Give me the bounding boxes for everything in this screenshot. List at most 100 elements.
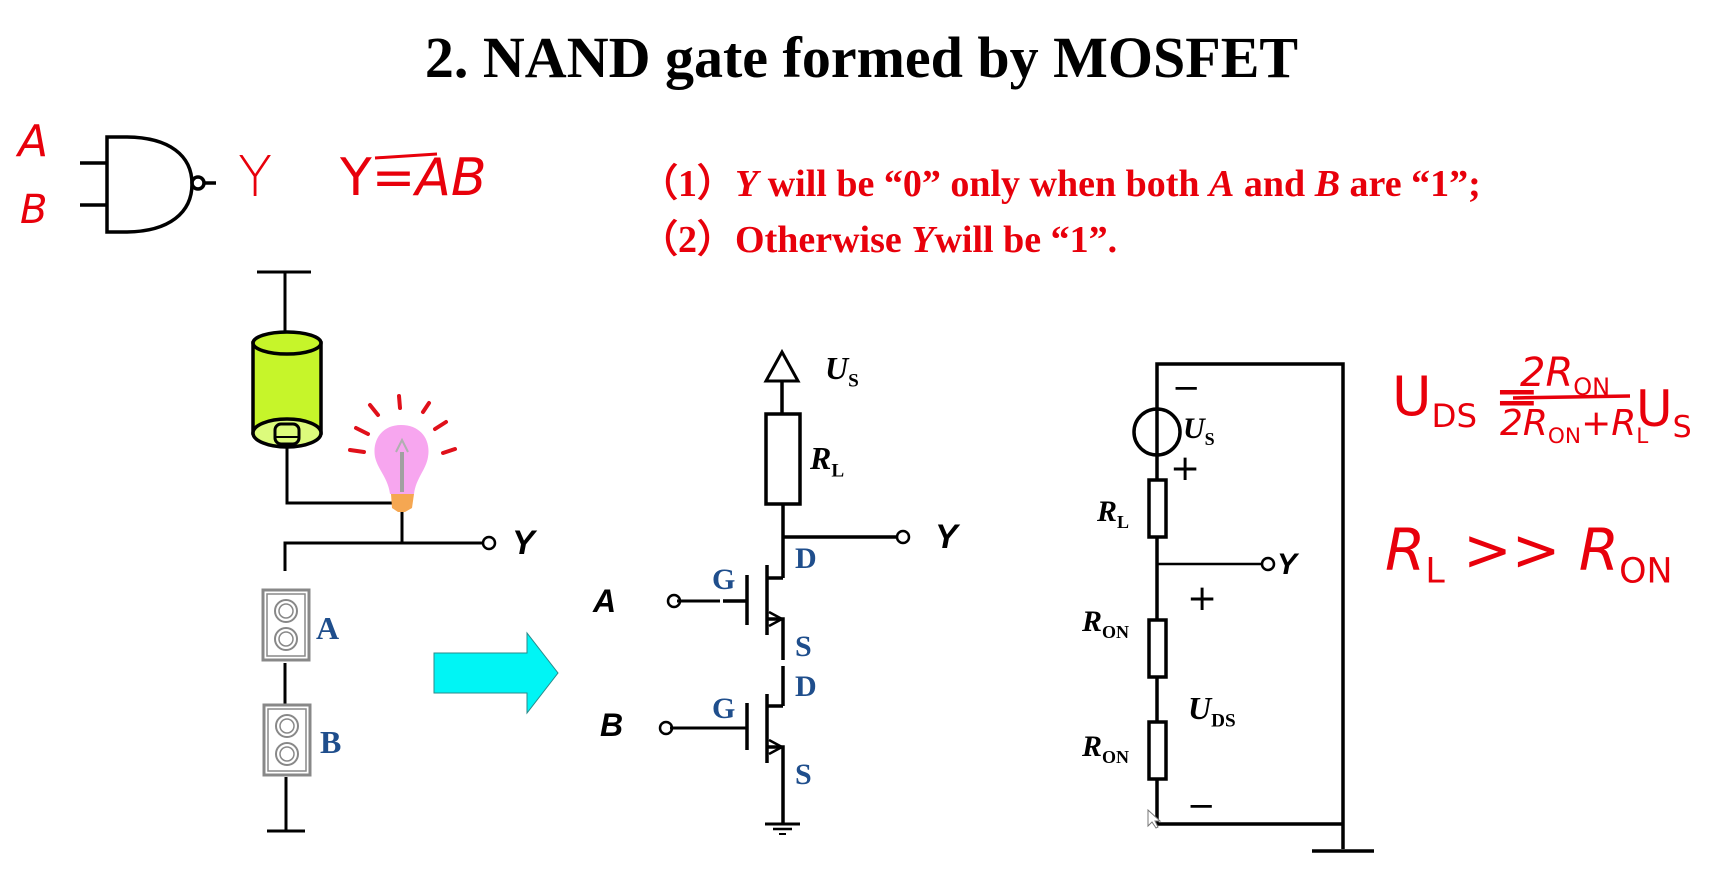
input-b-terminal[interactable]: [658, 720, 674, 736]
uds-formula-lhs: UDS =: [1392, 365, 1539, 435]
switch-a-label: A: [316, 610, 340, 646]
page-title: 2. NAND gate formed by MOSFET: [424, 25, 1299, 90]
input-b-label: B: [600, 707, 624, 743]
factor-main: U: [1636, 380, 1673, 438]
uds-lhs-main: U: [1392, 365, 1432, 428]
t2-drain-label: D: [795, 670, 817, 703]
condition-1-var-a: A: [1209, 163, 1235, 205]
equiv-output-terminal[interactable]: [1260, 556, 1276, 572]
load-resistor: [764, 412, 802, 506]
condition-2-text-b: will be “1”.: [934, 219, 1118, 261]
relation-lhs: R: [1385, 516, 1426, 584]
source-label-sub: S: [1204, 429, 1215, 449]
gate-body: [105, 135, 194, 234]
mosfet-circuit: [658, 348, 911, 835]
switch-output-label: Y: [512, 524, 535, 562]
ron-label-1-main: R: [1082, 605, 1103, 638]
equiv-output-label: Y: [1277, 548, 1298, 581]
source-plus-sign: +: [1170, 448, 1201, 489]
formula-denominator: 2RON+RL: [1500, 403, 1648, 449]
relation-formula: RL >> RON: [1385, 516, 1673, 592]
condition-1-var-y: Y: [735, 163, 759, 205]
gate-output-label: Y: [238, 145, 273, 210]
condition-1-text-c: are “1”;: [1340, 163, 1481, 205]
relation-rhs-sub: ON: [1619, 551, 1673, 592]
expression-ab: AB: [415, 148, 487, 208]
source-label: US: [1183, 412, 1215, 450]
relation-op: >>: [1463, 516, 1561, 584]
uds-equals: =: [1494, 365, 1540, 428]
ron-label-2-sub: ON: [1102, 747, 1130, 767]
fraction-bar: [1512, 394, 1631, 400]
ron-resistor-1: [1147, 618, 1168, 679]
denominator-tail: +R: [1581, 403, 1637, 444]
uds-label: UDS: [1188, 690, 1236, 732]
denominator-sub: ON: [1547, 424, 1582, 450]
condition-2-text-a: Otherwise: [735, 219, 912, 261]
gate-input-a-label: A: [18, 116, 49, 167]
rl-resistor: [1147, 478, 1168, 539]
output-wire: [283, 541, 483, 571]
transform-arrow-icon: [433, 631, 559, 715]
mouse-cursor-icon: [1147, 808, 1162, 829]
light-bulb-icon: [348, 394, 457, 512]
denominator-tail-sub: L: [1636, 424, 1649, 450]
condition-1-var-b: B: [1314, 163, 1341, 205]
ron-label-2: RON: [1082, 730, 1129, 768]
t1-gate-label: G: [712, 563, 736, 596]
condition-2-var-y: Y: [911, 219, 935, 261]
mosfet-output-terminal[interactable]: [895, 529, 911, 545]
expression-lhs: Y=: [340, 148, 416, 208]
rl-label-main: R: [1097, 495, 1118, 528]
uds-lhs-sub: DS: [1431, 396, 1478, 435]
t2-source-label: S: [795, 758, 812, 791]
nand-gate-symbol: [80, 135, 216, 234]
supply-arrow-icon: [763, 348, 801, 383]
uds-label-sub: DS: [1211, 710, 1236, 732]
numerator-sub: ON: [1573, 373, 1611, 401]
mosfet-output-label: Y: [935, 518, 958, 556]
gate-input-b-label: B: [20, 187, 48, 233]
rl-label: RL: [1097, 495, 1129, 533]
ron-resistor-2: [1147, 720, 1168, 781]
rl-label-sub: L: [1117, 512, 1130, 532]
switch-a-icon[interactable]: [261, 588, 311, 662]
relation-lhs-sub: L: [1425, 551, 1445, 592]
overbar: [374, 152, 438, 160]
load-label: RL: [810, 440, 844, 482]
ron-label-2-main: R: [1082, 730, 1103, 763]
condition-1: （1）Y will be “0” only when both A and B …: [640, 152, 1481, 207]
condition-1-prefix: （1）: [640, 163, 736, 205]
input-a-terminal[interactable]: [666, 593, 682, 609]
nand-expression: Y=AB: [340, 152, 487, 204]
denominator-main: 2R: [1500, 403, 1548, 444]
switch-circuit: [257, 270, 311, 332]
supply-label-main: U: [825, 350, 849, 386]
uds-plus-sign: +: [1187, 578, 1218, 619]
output-terminal[interactable]: [481, 535, 497, 551]
relation-rhs: R: [1578, 516, 1620, 584]
gate-inversion-bubble: [190, 175, 206, 191]
battery-icon: [251, 330, 323, 449]
numerator-main: 2R: [1520, 350, 1574, 396]
t2-gate-label: G: [712, 692, 736, 725]
factor-sub: S: [1672, 410, 1692, 445]
voltage-source-icon: [1132, 407, 1182, 457]
condition-1-text-a: will be “0” only when both: [758, 163, 1210, 205]
load-label-sub: L: [831, 460, 845, 482]
supply-label: US: [825, 350, 859, 392]
source-minus-sign: −: [1172, 368, 1201, 408]
source-label-main: U: [1183, 412, 1205, 445]
switch-b-label: B: [320, 724, 342, 760]
condition-2: （2）Otherwise Ywill be “1”.: [640, 208, 1117, 263]
switch-b-icon[interactable]: [262, 703, 312, 777]
t1-drain-label: D: [795, 542, 817, 575]
condition-2-prefix: （2）: [640, 219, 736, 261]
uds-minus-sign: −: [1187, 786, 1216, 826]
formula-factor: US: [1636, 380, 1692, 445]
ron-label-1-sub: ON: [1102, 622, 1130, 642]
uds-label-main: U: [1188, 690, 1212, 726]
equivalent-circuit: [1132, 362, 1374, 853]
load-label-main: R: [810, 440, 832, 476]
